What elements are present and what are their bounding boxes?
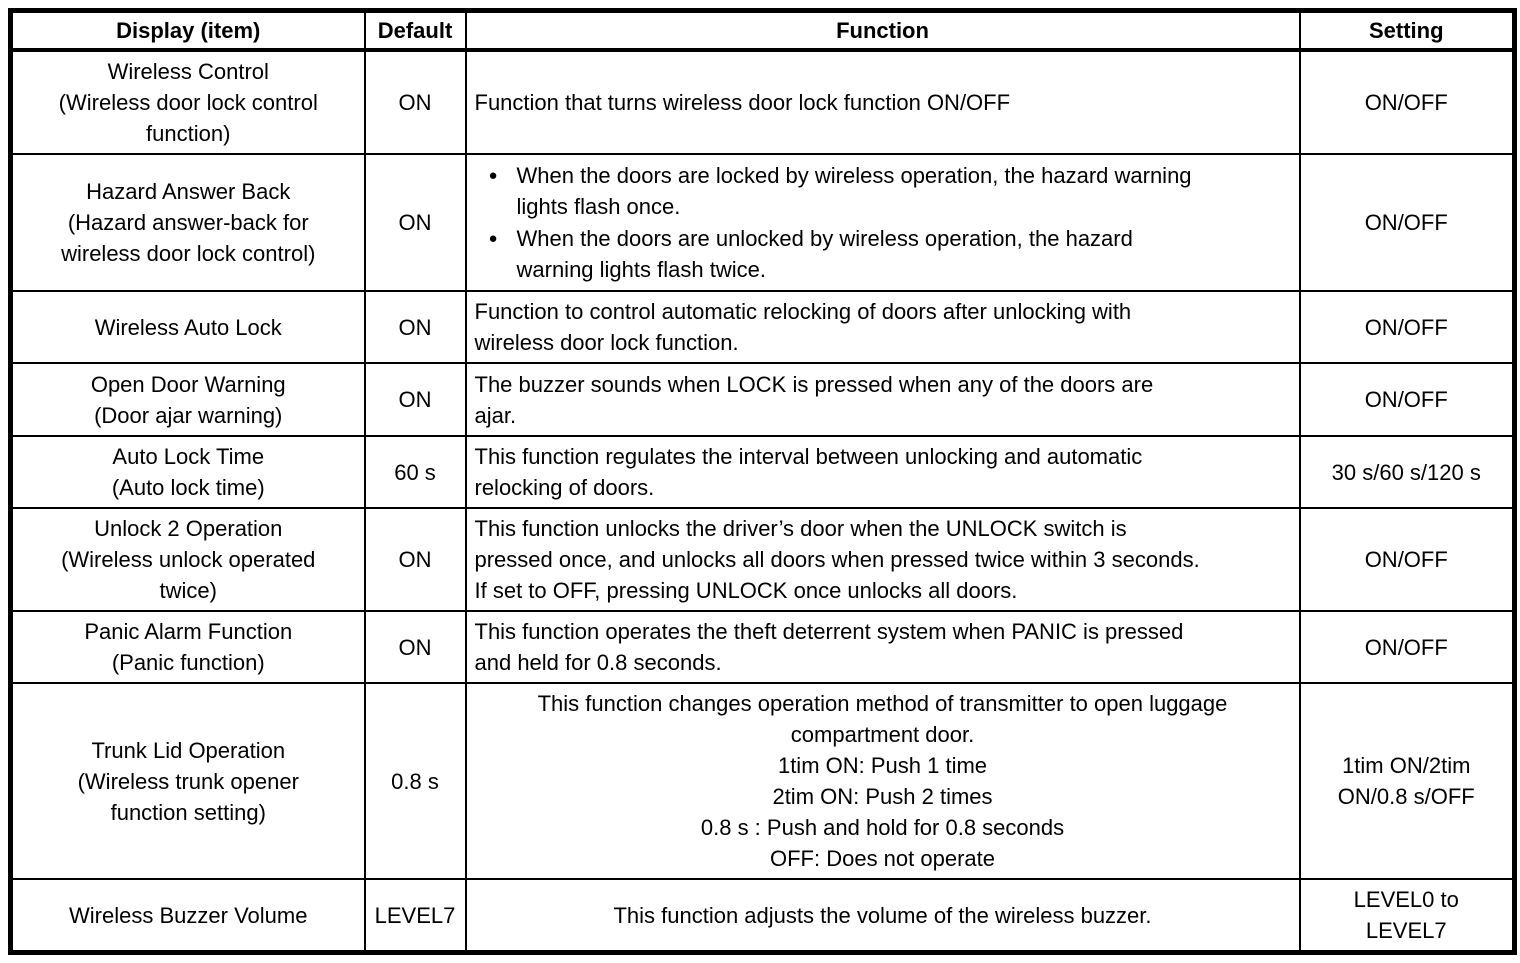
display-cell: Wireless Buzzer Volume xyxy=(9,878,366,954)
setting-cell: ON/OFF xyxy=(1298,610,1516,684)
function-text: This function adjusts the volume of the … xyxy=(613,902,1152,928)
default-cell: 60 s xyxy=(363,435,467,509)
setting-cell: LEVEL0 to LEVEL7 xyxy=(1298,878,1516,954)
function-text: This function operates the theft deterre… xyxy=(474,619,1184,675)
setting-cell: ON/OFF xyxy=(1298,153,1516,292)
setting-cell: ON/OFF xyxy=(1298,290,1516,364)
function-cell: This function changes operation method o… xyxy=(464,682,1301,880)
bullet-item: ● When the doors are unlocked by wireless… xyxy=(475,223,1291,285)
function-text: Function to control automatic relocking … xyxy=(474,299,1132,355)
display-cell: Wireless Auto Lock xyxy=(9,290,366,364)
setting-cell: ON/OFF xyxy=(1298,507,1516,612)
display-cell: Unlock 2 Operation (Wireless unlock oper… xyxy=(9,507,366,612)
header-row: Display (item) Default Function Setting xyxy=(9,9,1516,52)
bullet-icon: ● xyxy=(488,230,498,247)
default-cell: ON xyxy=(363,610,467,684)
column-header-default: Default xyxy=(363,9,467,52)
default-cell: 0.8 s xyxy=(363,682,467,880)
display-cell: Open Door Warning (Door ajar warning) xyxy=(9,362,366,437)
column-header-function: Function xyxy=(464,9,1301,52)
table-row: Trunk Lid Operation (Wireless trunk open… xyxy=(9,682,1516,880)
function-text: This function unlocks the driver’s door … xyxy=(474,516,1200,603)
column-header-display: Display (item) xyxy=(9,9,366,52)
function-cell: The buzzer sounds when LOCK is pressed w… xyxy=(464,362,1301,437)
setting-cell: ON/OFF xyxy=(1298,362,1516,437)
table-header: Display (item) Default Function Setting xyxy=(9,9,1516,52)
function-cell: Function that turns wireless door lock f… xyxy=(464,49,1301,155)
display-cell: Wireless Control (Wireless door lock con… xyxy=(9,49,366,155)
column-header-setting: Setting xyxy=(1298,9,1516,52)
setting-cell: 1tim ON/2tim ON/0.8 s/OFF xyxy=(1298,682,1516,880)
function-text: The buzzer sounds when LOCK is pressed w… xyxy=(474,371,1154,428)
table-row: Hazard Answer Back (Hazard answer-back f… xyxy=(9,153,1516,292)
bullet-icon: ● xyxy=(488,167,498,184)
function-text: This function changes operation method o… xyxy=(537,691,1228,871)
function-cell: ● When the doors are locked by wireless o… xyxy=(464,153,1301,292)
bullet-text: When the doors are unlocked by wireless … xyxy=(516,226,1133,282)
settings-table: Display (item) Default Function Setting … xyxy=(8,8,1517,955)
function-cell: This function operates the theft deterre… xyxy=(464,610,1301,684)
function-cell: This function adjusts the volume of the … xyxy=(464,878,1301,954)
default-cell: ON xyxy=(363,290,467,364)
default-cell: ON xyxy=(363,49,467,155)
function-text: Function that turns wireless door lock f… xyxy=(474,90,1011,115)
default-cell: LEVEL7 xyxy=(363,878,467,954)
display-cell: Auto Lock Time (Auto lock time) xyxy=(9,435,366,509)
bullet-item: ● When the doors are locked by wireless o… xyxy=(475,160,1291,222)
table-row: Unlock 2 Operation (Wireless unlock oper… xyxy=(9,507,1516,612)
bullet-text: When the doors are locked by wireless op… xyxy=(516,163,1192,219)
function-text: This function regulates the interval bet… xyxy=(474,444,1143,500)
function-cell: This function unlocks the driver’s door … xyxy=(464,507,1301,612)
table-body: Wireless Control (Wireless door lock con… xyxy=(9,49,1516,954)
function-cell: This function regulates the interval bet… xyxy=(464,435,1301,509)
display-cell: Hazard Answer Back (Hazard answer-back f… xyxy=(9,153,366,292)
setting-cell: 30 s/60 s/120 s xyxy=(1298,435,1516,509)
display-cell: Trunk Lid Operation (Wireless trunk open… xyxy=(9,682,366,880)
function-cell: Function to control automatic relocking … xyxy=(464,290,1301,364)
default-cell: ON xyxy=(363,507,467,612)
setting-cell: ON/OFF xyxy=(1298,49,1516,155)
display-cell: Panic Alarm Function (Panic function) xyxy=(9,610,366,684)
default-cell: ON xyxy=(363,362,467,437)
default-cell: ON xyxy=(363,153,467,292)
table-row: Wireless Control (Wireless door lock con… xyxy=(9,49,1516,155)
